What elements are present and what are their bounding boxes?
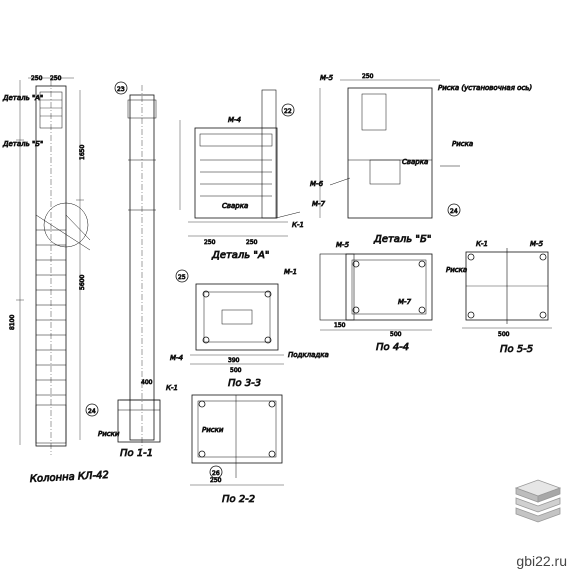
callout-24-column [85, 403, 99, 417]
dim-1650: 1650 [79, 145, 86, 160]
dim-top-250b: 250 [50, 75, 62, 82]
dim-390: 390 [228, 357, 240, 364]
label-detail-a-mark: Деталь "А" [2, 94, 43, 102]
dim-250-detail-a-b: 250 [246, 239, 258, 246]
dim-5600: 5600 [79, 275, 86, 290]
label-riski-section11: Риски [98, 430, 120, 438]
section-1-1 [117, 399, 161, 443]
caption-section-2-2: По 2-2 [222, 494, 255, 505]
detail-b-drawing [319, 79, 460, 219]
column-side-view [120, 85, 160, 450]
callout-26-text: 26 [212, 470, 220, 477]
caption-column-kl42: Колонна КЛ-42 [30, 470, 110, 485]
callout-24-detail-b-text: 24 [450, 208, 458, 215]
section-3-3 [190, 283, 284, 365]
label-k1-sec55: К-1 [476, 240, 488, 248]
label-m4-detail-a: М-4 [228, 116, 241, 124]
callout-25-sec33 [175, 269, 189, 283]
callout-22-text: 22 [284, 108, 292, 115]
label-podkladka: Подкладка [288, 351, 329, 359]
label-m1-sec33: М-1 [284, 268, 297, 276]
callout-23-text: 23 [117, 86, 125, 93]
label-m5-sec44: М-5 [336, 241, 350, 249]
label-riska-sec55: Риска [446, 266, 467, 274]
caption-section-3-3: По 3-3 [228, 378, 261, 389]
caption-detail-a: Деталь "А" [211, 250, 269, 261]
label-k1-detail-a: К-1 [292, 221, 304, 229]
callout-24-detail-b [447, 203, 461, 217]
dim-top-250: 250 [31, 75, 43, 82]
callout-25-text: 25 [178, 274, 186, 281]
label-m4-sec33: М-4 [170, 354, 183, 362]
label-riska-top: Риска (установочная ось) [438, 84, 532, 92]
gbi22-logo-icon [514, 479, 562, 523]
detail-a-drawing [179, 89, 301, 237]
dim-400: 400 [141, 379, 153, 386]
label-m6: М-6 [310, 180, 324, 188]
watermark-text: gbi22.ru [516, 553, 567, 569]
caption-section-5-5: По 5-5 [500, 344, 533, 355]
label-riski-sec22: Риски [202, 426, 224, 434]
column-elevation [16, 77, 91, 455]
caption-section-4-4: По 4-4 [376, 342, 409, 353]
section-2-2 [190, 394, 284, 486]
label-riska-detail-b: Риска [452, 140, 473, 148]
label-k1-section11: К-1 [166, 384, 178, 392]
label-m7-detail-b: М-7 [312, 200, 326, 208]
caption-detail-b: Деталь "Б" [373, 234, 431, 245]
callout-26-sec22 [209, 465, 223, 479]
label-m5-sec55: М-5 [530, 240, 544, 248]
dim-500-sec33: 500 [230, 367, 242, 374]
label-m5-detail-b: М-5 [320, 74, 334, 82]
dim-500-sec44: 500 [390, 331, 402, 338]
label-svarka-detail-a: Сварка [222, 202, 248, 210]
section-5-5 [462, 248, 552, 329]
label-detail-b-mark: Деталь "Б" [2, 140, 43, 148]
dim-8100: 8100 [9, 315, 16, 330]
callout-23-side [114, 81, 128, 95]
callout-24-text: 24 [88, 408, 96, 415]
dim-250-sec22: 250 [210, 477, 222, 484]
dim-150: 150 [334, 322, 346, 329]
label-svarka-detail-b: Сварка [402, 158, 428, 166]
dim-250-detail-a: 250 [204, 239, 216, 246]
callout-22-detail-a [281, 103, 295, 117]
dim-500-sec55: 500 [498, 331, 510, 338]
section-4-4 [319, 253, 433, 331]
caption-section-1-1: По 1-1 [120, 448, 153, 459]
dim-250-detail-b: 250 [362, 73, 374, 80]
label-m7-sec44: М-7 [398, 298, 412, 306]
